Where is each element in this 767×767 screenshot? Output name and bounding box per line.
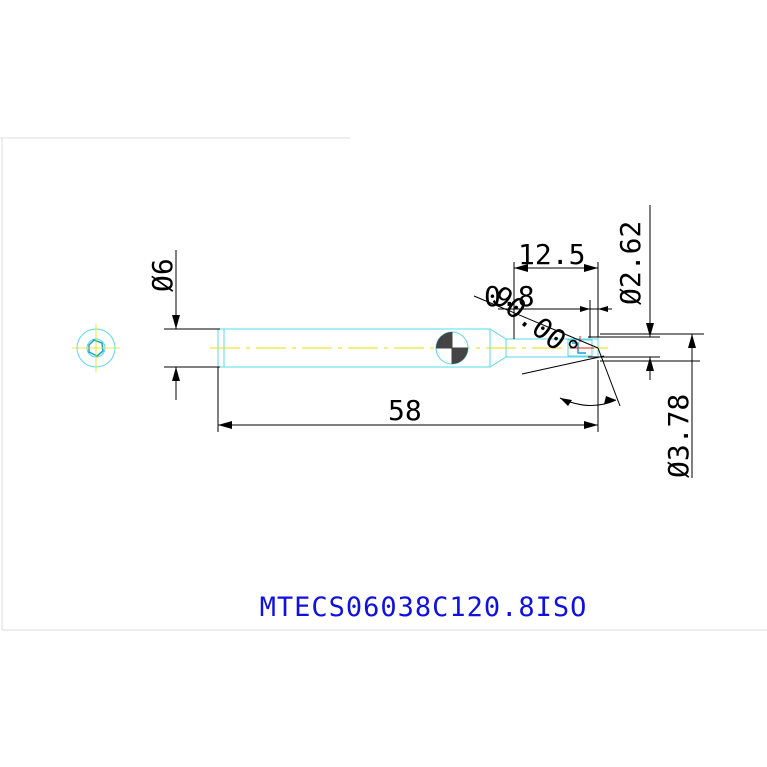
dim-label-diameter-6: Ø6 — [146, 258, 179, 292]
dim-label-diameter-2-62: Ø2.62 — [614, 221, 647, 305]
dim-diameter-6 — [164, 250, 220, 400]
dim-diameter-2-62 — [588, 205, 660, 380]
dim-diameter-3-78 — [600, 333, 704, 478]
dim-length-0-8 — [498, 300, 612, 338]
part-number: MTECS06038C120.8ISO — [259, 592, 588, 623]
dim-label-12-5: 12.5 — [518, 238, 585, 271]
section-symbol — [435, 331, 469, 365]
dim-length-12-5 — [513, 262, 599, 339]
end-view — [72, 324, 120, 372]
dim-label-diameter-3-78: Ø3.78 — [662, 394, 695, 478]
dim-label-0-8: 0.8 — [484, 280, 535, 313]
dim-label-58: 58 — [388, 394, 422, 427]
dim-length-58 — [217, 360, 599, 432]
dim-label-angle: 90.00° — [486, 280, 586, 368]
dim-angle-90 — [473, 295, 621, 407]
drawing-frame — [0, 137, 767, 631]
